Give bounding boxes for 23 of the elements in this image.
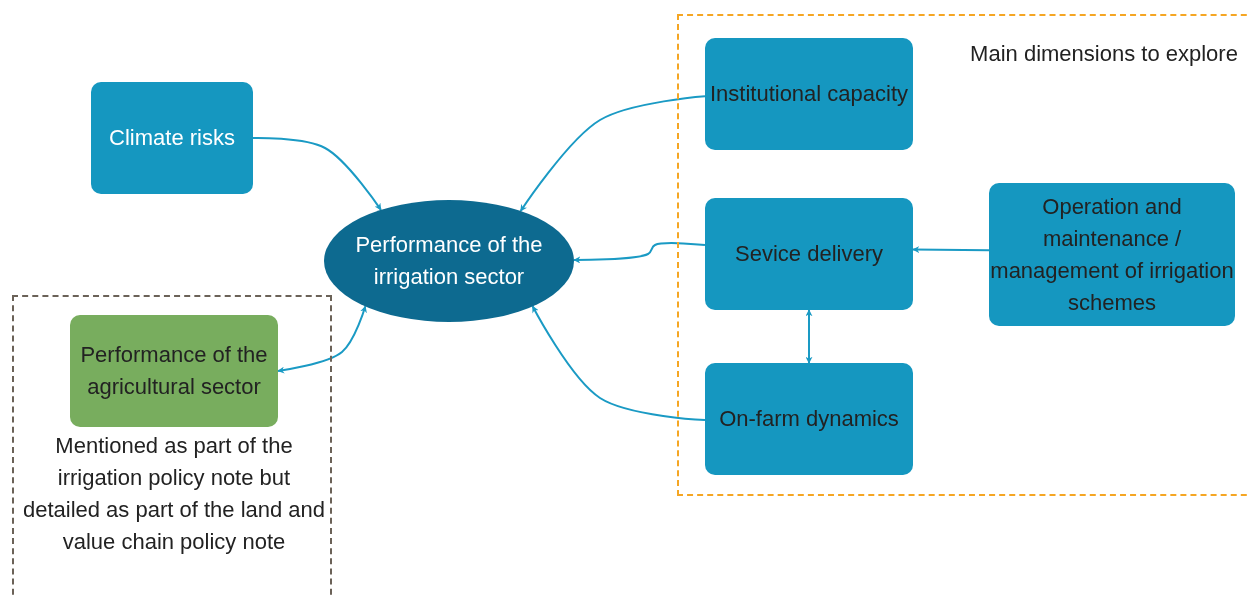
- process-box: [705, 198, 913, 310]
- arrow: [912, 246, 990, 254]
- note-text: Mentioned as part of the irrigation policy note but detailed as part of the land and value chain policy note: [21, 432, 327, 556]
- process-box: [705, 38, 913, 150]
- arrow: [277, 305, 367, 374]
- box-label: On-farm dynamics: [719, 405, 899, 433]
- box-label: Performance of the agricultural sector: [79, 341, 269, 401]
- ellipse-label: Performance of the irrigation sector: [354, 231, 544, 291]
- dashed-group-frame: [677, 14, 1248, 496]
- arrow: [519, 95, 706, 213]
- process-box: [70, 315, 278, 427]
- box-label: Sevice delivery: [735, 240, 883, 268]
- arrow: [805, 309, 813, 364]
- group-heading: Main dimensions to explore: [969, 40, 1239, 68]
- process-box: [705, 363, 913, 475]
- process-box: [91, 82, 253, 194]
- box-label: Operation and maintenance / management of irrigation schemes: [989, 192, 1235, 317]
- arrow: [252, 137, 382, 211]
- dashed-group-frame: [12, 295, 332, 595]
- box-label: Institutional capacity: [709, 80, 909, 108]
- arrow: [531, 305, 706, 422]
- arrow: [573, 242, 706, 264]
- box-label: Climate risks: [109, 124, 235, 152]
